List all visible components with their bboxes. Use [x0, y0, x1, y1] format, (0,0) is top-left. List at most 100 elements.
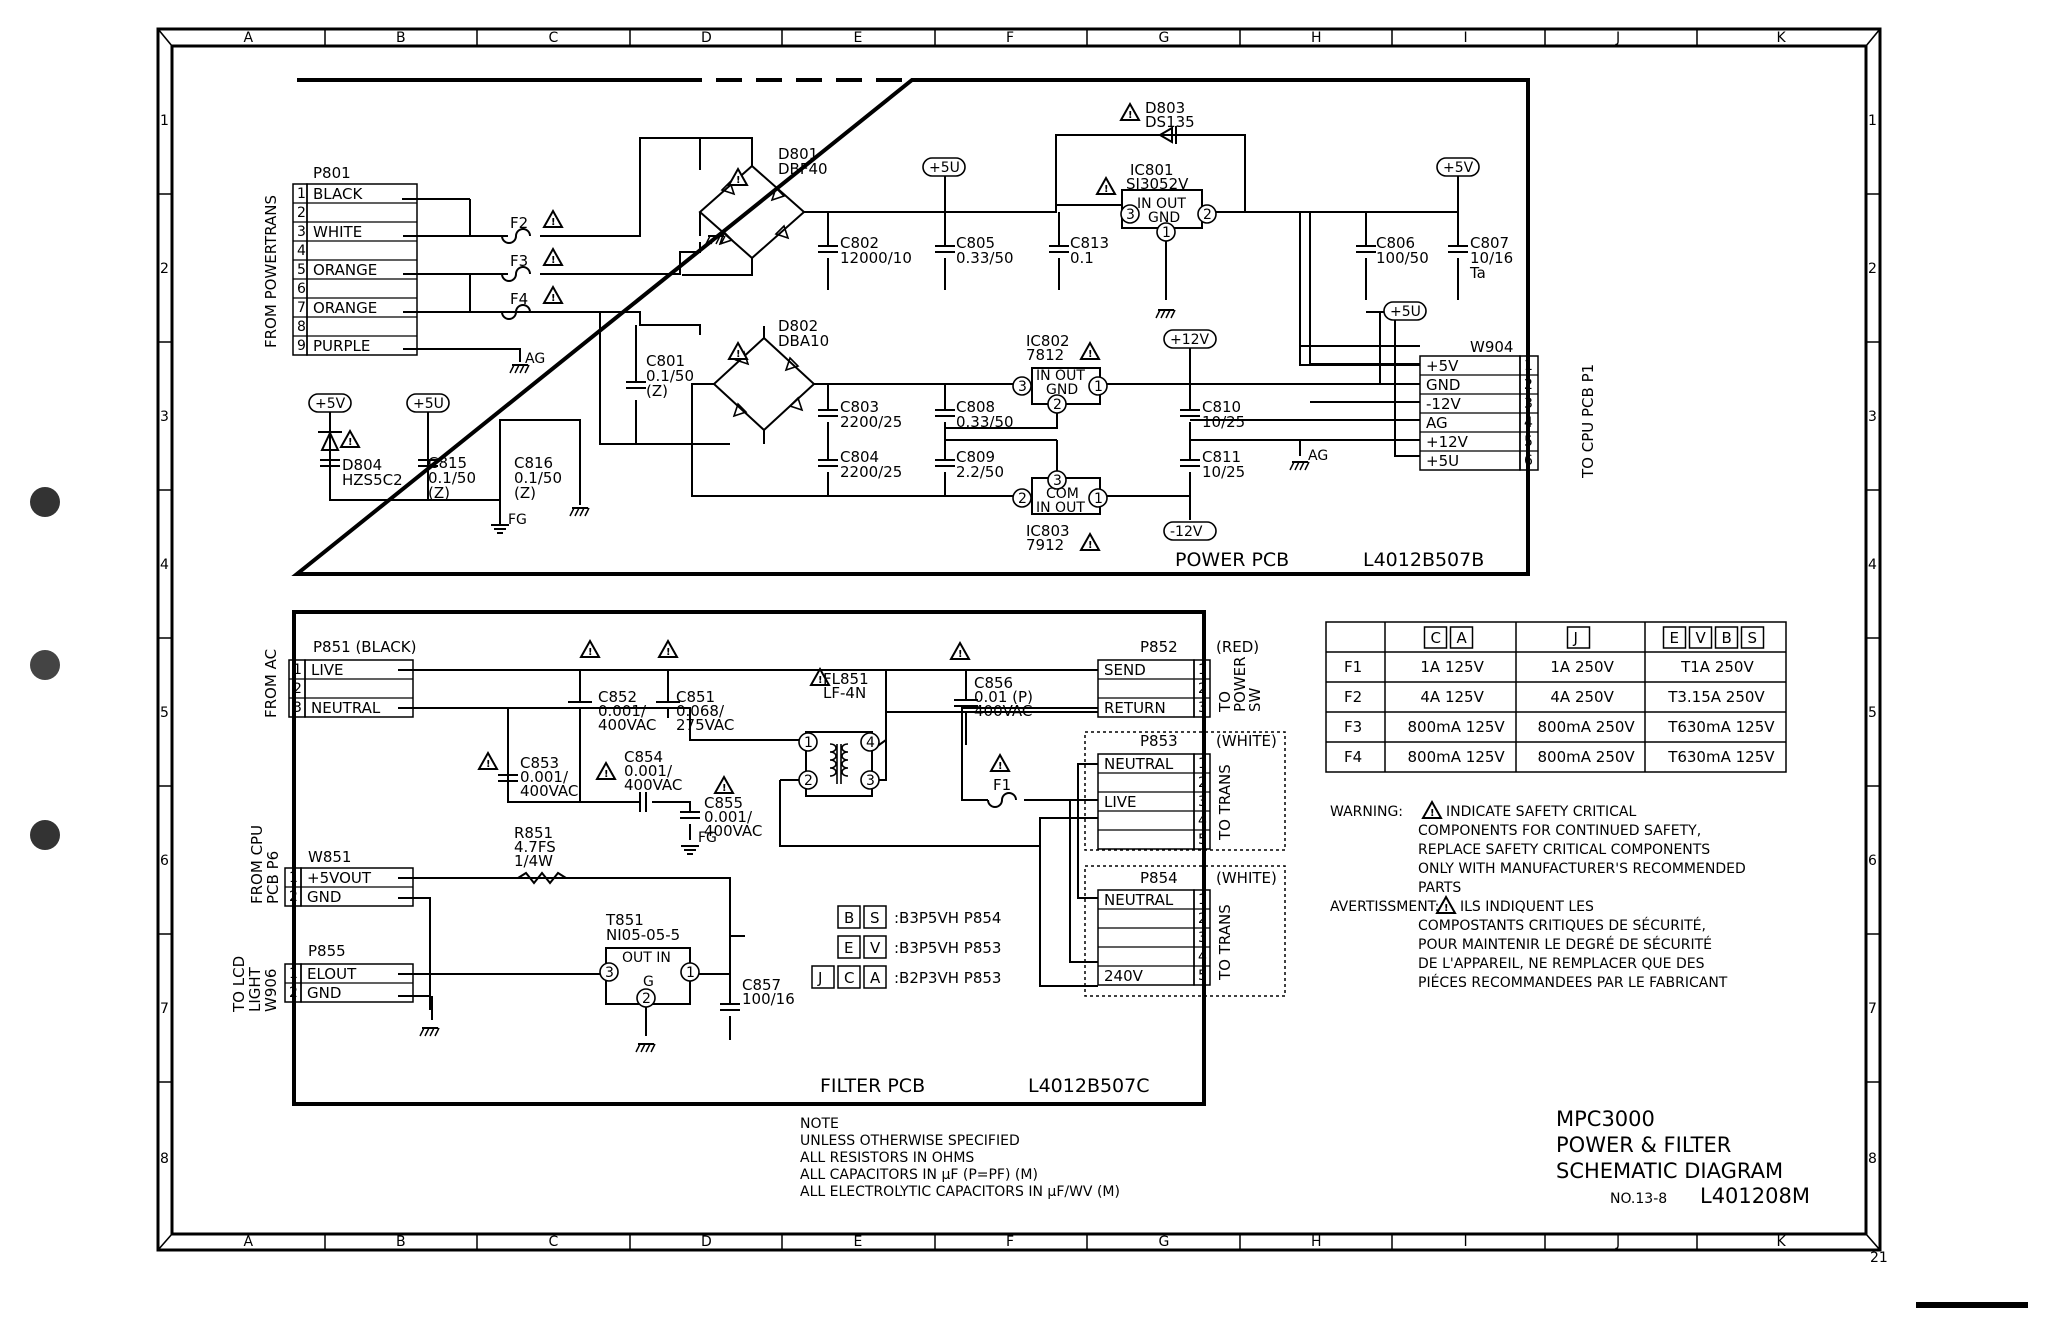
- model-name: MPC3000: [1556, 1107, 1655, 1131]
- c803-label-1: 2200/25: [840, 413, 902, 431]
- warning-line-4: PARTS: [1418, 880, 1461, 896]
- p801-pin-3: 3: [297, 224, 306, 240]
- fg-label: FG: [508, 512, 527, 528]
- ic-pin-7: 1: [1094, 491, 1103, 507]
- p851-name: P851 (BLACK): [313, 638, 416, 656]
- c816-label-0: C816: [514, 454, 553, 472]
- filter-pcb-code: L4012B507C: [1028, 1075, 1150, 1097]
- p855-pin-1: 1: [289, 966, 298, 982]
- p853-option-box: [1084, 731, 1286, 851]
- rail-p5v-2: +5V: [315, 396, 346, 412]
- c802-label-0: C802: [840, 234, 879, 252]
- rail-m12v: -12V: [1170, 524, 1203, 540]
- fuse-header-2-B: B: [1722, 629, 1732, 647]
- c804-label-1: 2200/25: [840, 463, 902, 481]
- p853-name: P853: [1140, 732, 1178, 750]
- r851-value: 4.7FS: [514, 838, 556, 856]
- ic803-com: COM: [1046, 486, 1079, 502]
- ic-pin-1: 2: [1203, 207, 1212, 223]
- avertissement-label: AVERTISSMENT:: [1330, 899, 1439, 915]
- fuse-row-F1: F1: [1344, 658, 1362, 676]
- p801-label-5: ORANGE: [313, 261, 377, 279]
- t851-g: G: [643, 974, 654, 990]
- d801-part: DBF40: [778, 160, 828, 178]
- p852-label-1: SEND: [1104, 661, 1146, 679]
- c815-label-0: C815: [428, 454, 467, 472]
- grid-column-H: H: [1311, 30, 1322, 46]
- grid-column-G: G: [1159, 1234, 1170, 1250]
- p851-pin-2: 2: [293, 681, 302, 697]
- fuse-f4-label: F4: [510, 290, 528, 308]
- ic803-part: 7912: [1026, 536, 1064, 554]
- p853-label-1: NEUTRAL: [1104, 755, 1174, 773]
- grid-column-A: A: [244, 30, 254, 46]
- safety-warning: WARNING:INDICATE SAFETY CRITICALCOMPONEN…: [1330, 801, 1746, 991]
- version-key-V-1: V: [870, 939, 881, 957]
- grid-row-3: 3: [1868, 409, 1877, 425]
- fuse-value-F1-2: T1A 250V: [1680, 658, 1754, 676]
- p801-pin-9: 9: [297, 338, 306, 354]
- ic-pin-4: 1: [1094, 379, 1103, 395]
- power-pcb-outline: [291, 78, 1530, 576]
- p854-name: P854: [1140, 869, 1178, 887]
- c855-label-1: 0.001/: [704, 808, 753, 826]
- grid-column-I: I: [1464, 1234, 1468, 1250]
- grid-row-4: 4: [160, 557, 169, 573]
- drawing-frame: [156, 27, 1882, 1252]
- c854-label-1: 0.001/: [624, 762, 673, 780]
- grid-row-7: 7: [1868, 1001, 1877, 1017]
- p851-label-3: NEUTRAL: [311, 699, 381, 717]
- c801-label-2: (Z): [646, 382, 668, 400]
- p855-label-1: ELOUT: [307, 965, 357, 983]
- grid-column-E: E: [854, 1234, 863, 1250]
- p852-label-3: RETURN: [1104, 699, 1166, 717]
- from-cpu-label-2: PCB P6: [264, 851, 282, 904]
- r851-name: R851: [514, 824, 553, 842]
- grid-column-B: B: [396, 1234, 406, 1250]
- ic-pin-0: 3: [1126, 207, 1135, 223]
- title-block: MPC3000 POWER & FILTER SCHEMATIC DIAGRAM…: [1556, 1107, 1810, 1208]
- grid-column-C: C: [549, 30, 559, 46]
- power-symbols: [318, 126, 1468, 515]
- c809-label-0: C809: [956, 448, 995, 466]
- grid-column-G: G: [1159, 30, 1170, 46]
- p852-pin-3: 3: [1198, 700, 1207, 716]
- filter-pin-0: 1: [804, 735, 813, 751]
- d804-part: HZS5C2: [342, 471, 403, 489]
- filter-pcb-outline: [292, 610, 1206, 1106]
- grid-column-J: J: [1615, 30, 1620, 46]
- w851-label-1: +5VOUT: [307, 869, 372, 887]
- c811-label-0: C811: [1202, 448, 1241, 466]
- to-power-sw-3: SW: [1246, 687, 1264, 712]
- c855-label-0: C855: [704, 794, 743, 812]
- grid-row-2: 2: [1868, 261, 1877, 277]
- c851-label-2: 275VAC: [676, 716, 734, 734]
- power-wiring: [329, 134, 1459, 520]
- c852-label-1: 0.001/: [598, 702, 647, 720]
- grid-column-F: F: [1006, 30, 1014, 46]
- w904-pin-5: 5: [1524, 434, 1533, 450]
- to-lcd-label-3: W906: [262, 969, 280, 1012]
- c807-label-2: Ta: [1469, 264, 1486, 282]
- fl851-part: LF-4N: [823, 684, 866, 702]
- c813-label-1: 0.1: [1070, 249, 1094, 267]
- p853-pin-3: 3: [1198, 794, 1207, 810]
- w904-label-2: GND: [1426, 376, 1460, 394]
- d802-name: D802: [778, 317, 818, 335]
- avertissement-line-3: DE L'APPAREIL, NE REMPLACER QUE DES: [1418, 956, 1705, 972]
- c806-label-1: 100/50: [1376, 249, 1429, 267]
- document-number-prefix: NO.13-8: [1610, 1191, 1667, 1207]
- c807-label-0: C807: [1470, 234, 1509, 252]
- version-key-C-2: C: [844, 969, 854, 987]
- title-line-1: POWER & FILTER: [1556, 1133, 1731, 1157]
- page-number: 21: [1870, 1250, 1888, 1266]
- p852-color: (RED): [1216, 638, 1259, 656]
- p853-pin-2: 2: [1198, 775, 1207, 791]
- p801-pin-2: 2: [297, 205, 306, 221]
- p854-pin-1: 1: [1198, 892, 1207, 908]
